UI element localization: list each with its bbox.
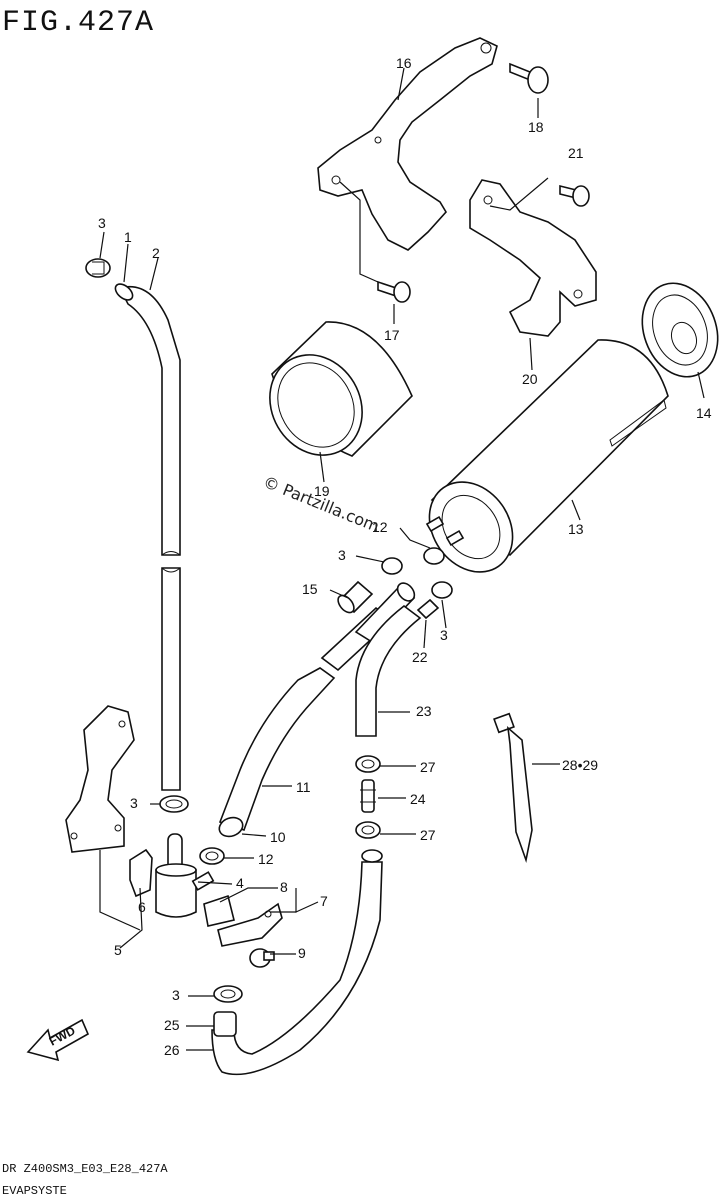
callout-3[interactable]: 3 <box>440 627 448 643</box>
connector-part-24[interactable] <box>360 779 376 813</box>
callout-22[interactable]: 22 <box>412 649 428 665</box>
footer-code: DR Z400SM3_E03_E28_427A <box>2 1162 168 1176</box>
watermark-text: © Partzilla.com <box>261 472 383 536</box>
bolt-part-9[interactable] <box>249 948 275 968</box>
callout-23[interactable]: 23 <box>416 703 432 719</box>
clamp-part-3-b[interactable] <box>159 795 189 813</box>
callout-26[interactable]: 26 <box>164 1042 180 1058</box>
clamp-part-12-a[interactable] <box>423 547 445 565</box>
bracket-part-7[interactable] <box>217 902 283 947</box>
hose-part-2[interactable] <box>112 281 181 791</box>
callout-18[interactable]: 18 <box>528 119 544 135</box>
callout-12[interactable]: 12 <box>372 519 388 535</box>
clamp-part-3-c[interactable] <box>381 557 403 575</box>
callout-25[interactable]: 25 <box>164 1017 180 1033</box>
bolt-part-17[interactable] <box>377 280 411 303</box>
callout-4[interactable]: 4 <box>236 875 244 891</box>
callout-3[interactable]: 3 <box>172 987 180 1003</box>
clamp-part-12-b[interactable] <box>199 847 225 865</box>
callout-3[interactable]: 3 <box>98 215 106 231</box>
callout-21[interactable]: 21 <box>568 145 584 161</box>
canister-part-19[interactable] <box>252 321 413 472</box>
hose-part-26[interactable] <box>211 849 383 1076</box>
callout-14[interactable]: 14 <box>696 405 712 421</box>
callout-10[interactable]: 10 <box>270 829 286 845</box>
valve-part-4[interactable] <box>155 833 215 918</box>
cable-tie-part-28-29[interactable] <box>493 712 533 863</box>
callout-7[interactable]: 7 <box>320 893 328 909</box>
leader-lines <box>99 67 705 1051</box>
callout-9[interactable]: 9 <box>298 945 306 961</box>
clamp-part-27-a[interactable] <box>355 755 381 773</box>
hose-part-11[interactable] <box>217 580 418 840</box>
callout-28-29[interactable]: 28•29 <box>562 757 598 773</box>
canister-part-13[interactable] <box>412 339 669 588</box>
callout-17[interactable]: 17 <box>384 327 400 343</box>
bolt-part-21[interactable] <box>559 184 590 207</box>
callout-27[interactable]: 27 <box>420 827 436 843</box>
callout-1[interactable]: 1 <box>124 229 132 245</box>
callout-2[interactable]: 2 <box>152 245 160 261</box>
joint-part-22[interactable] <box>416 598 440 620</box>
callout-15[interactable]: 15 <box>302 581 318 597</box>
callout-3[interactable]: 3 <box>130 795 138 811</box>
callout-20[interactable]: 20 <box>522 371 538 387</box>
plate-part-6[interactable] <box>129 848 153 898</box>
hose-part-23[interactable] <box>355 604 422 737</box>
callout-11[interactable]: 11 <box>296 779 311 795</box>
callout-5[interactable]: 5 <box>114 942 122 958</box>
callout-labels: 3 1 2 16 18 21 17 20 14 19 13 12 3 15 3 … <box>98 55 712 1058</box>
callout-13[interactable]: 13 <box>568 521 584 537</box>
bracket-part-16[interactable] <box>317 37 498 251</box>
figure-title: FIG.427A <box>2 6 154 40</box>
clamp-part-3-a[interactable] <box>85 258 111 278</box>
clamp-part-8[interactable] <box>203 894 235 927</box>
clamp-part-3-e[interactable] <box>213 985 243 1003</box>
callout-27[interactable]: 27 <box>420 759 436 775</box>
joint-part-15[interactable] <box>335 580 374 616</box>
callout-12[interactable]: 12 <box>258 851 274 867</box>
clamp-part-3-d[interactable] <box>431 581 453 599</box>
callout-3[interactable]: 3 <box>338 547 346 563</box>
footer-name: EVAPSYSTE <box>2 1184 67 1198</box>
callout-24[interactable]: 24 <box>410 791 426 807</box>
bolt-part-18[interactable] <box>509 62 549 94</box>
forward-direction-arrow: FWD <box>26 1018 90 1062</box>
bracket-part-5[interactable] <box>65 705 135 853</box>
callout-6[interactable]: 6 <box>138 899 146 915</box>
canister-cap-part-14[interactable] <box>630 273 726 388</box>
bracket-part-20[interactable] <box>469 179 597 337</box>
callout-8[interactable]: 8 <box>280 879 288 895</box>
callout-19[interactable]: 19 <box>314 483 330 499</box>
callout-16[interactable]: 16 <box>396 55 412 71</box>
clamp-part-27-b[interactable] <box>355 821 381 839</box>
